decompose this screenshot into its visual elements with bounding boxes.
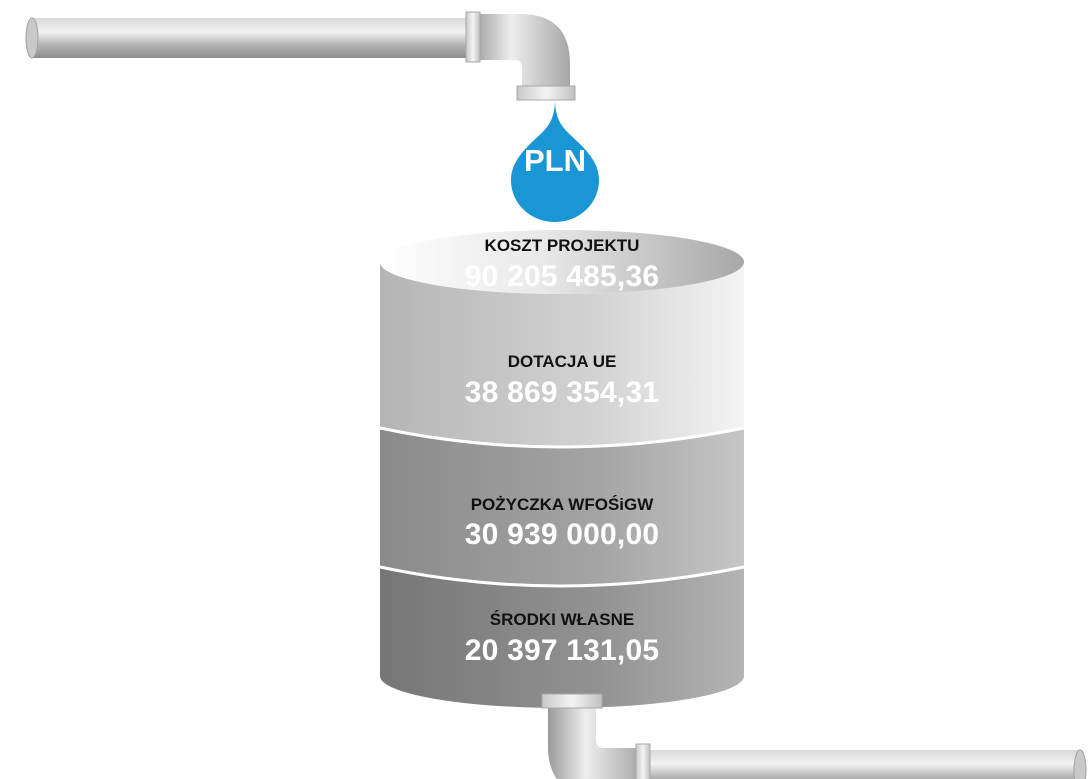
inlet-pipe xyxy=(25,11,576,101)
tank xyxy=(379,230,745,708)
section-value-eu-grant: 38 869 354,31 xyxy=(464,376,660,409)
section-value-loan: 30 939 000,00 xyxy=(464,518,660,551)
tank-section-3 xyxy=(380,428,744,586)
drop-icon xyxy=(511,102,599,222)
section-label-own-funds: ŚRODKI WŁASNE xyxy=(489,610,635,629)
section-label-loan: POŻYCZKA WFOŚiGW xyxy=(470,495,654,514)
section-value-total: 90 205 485,36 xyxy=(464,260,660,293)
tank-section-4 xyxy=(380,567,744,708)
outlet-pipe xyxy=(541,693,1087,779)
section-label-total: KOSZT PROJEKTU xyxy=(484,236,640,255)
section-label-eu-grant: DOTACJA UE xyxy=(507,352,617,371)
tank-top xyxy=(380,230,744,294)
section-value-own-funds: 20 397 131,05 xyxy=(464,634,660,667)
tank-section-2 xyxy=(380,262,744,447)
currency-label: PLN xyxy=(524,143,586,178)
